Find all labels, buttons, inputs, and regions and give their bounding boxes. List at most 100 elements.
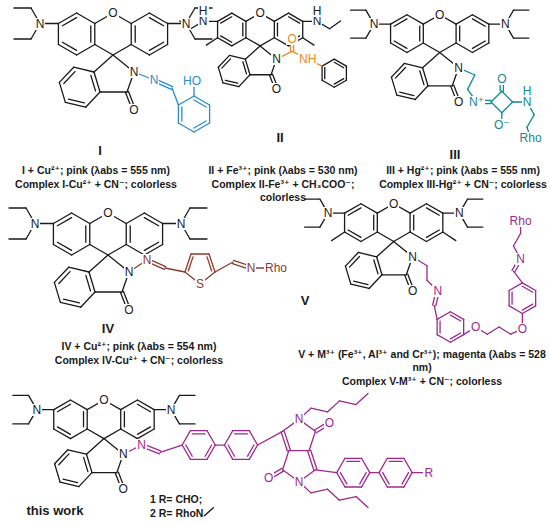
- bond: [394, 232, 410, 241]
- bond: [14, 38, 31, 39]
- bond: [356, 394, 368, 405]
- bond: [387, 486, 404, 487]
- bond: [351, 10, 366, 11]
- bond: [387, 458, 404, 459]
- bond: [179, 423, 195, 424]
- bond: [439, 321, 440, 333]
- atom-label: O: [388, 198, 399, 210]
- bond: [377, 213, 378, 232]
- bond: [62, 18, 76, 26]
- bond: [337, 458, 345, 472]
- bond: [225, 80, 237, 83]
- atom-label: N: [323, 207, 334, 219]
- bond: [165, 268, 185, 272]
- bond: [89, 255, 108, 272]
- atom-label: N: [181, 18, 192, 30]
- bond: [194, 100, 206, 107]
- bond: [144, 218, 158, 226]
- bond: [77, 13, 95, 24]
- bond: [369, 275, 382, 289]
- bond: [57, 404, 70, 412]
- bond: [250, 74, 271, 75]
- bond: [404, 458, 412, 472]
- atom-label: O: [271, 83, 282, 95]
- bond: [410, 204, 426, 213]
- bond: [391, 43, 407, 52]
- bond: [59, 82, 65, 102]
- bond: [305, 199, 320, 200]
- bond: [121, 429, 138, 439]
- bond: [9, 238, 26, 239]
- bond: [53, 213, 71, 224]
- bond: [511, 292, 512, 304]
- bond: [245, 46, 260, 59]
- atom-label: HO: [182, 75, 202, 87]
- bond: [190, 207, 207, 208]
- bond: [94, 55, 113, 72]
- bond: [209, 254, 215, 272]
- caption: Complex V-M³⁺ + CN⁻; colorless: [298, 375, 546, 388]
- bond: [104, 429, 121, 439]
- bond: [472, 19, 485, 26]
- bond: [232, 38, 246, 46]
- atom-label: N: [312, 15, 323, 27]
- bond: [328, 489, 340, 500]
- bond: [322, 59, 334, 66]
- bond: [72, 245, 90, 256]
- bond: [64, 299, 80, 303]
- bond: [437, 312, 450, 320]
- bond: [233, 459, 250, 460]
- bond: [513, 233, 520, 246]
- atom-label: Rho: [264, 262, 288, 274]
- bond: [377, 232, 393, 241]
- bond: [455, 24, 456, 43]
- bond: [426, 266, 427, 280]
- bond: [70, 400, 87, 410]
- bond: [68, 450, 87, 454]
- bond: [413, 215, 414, 230]
- bond: [345, 232, 361, 241]
- bond: [206, 38, 217, 45]
- bond: [144, 213, 162, 224]
- atom-label: O: [453, 96, 464, 108]
- bond: [383, 473, 389, 484]
- bond: [345, 204, 361, 213]
- bond: [426, 208, 439, 215]
- bond: [62, 42, 76, 50]
- atom-label: N: [522, 96, 533, 108]
- bond: [90, 26, 91, 42]
- bond: [209, 105, 210, 123]
- atom-label: N: [246, 262, 257, 274]
- bond: [81, 292, 95, 307]
- bond: [53, 410, 54, 429]
- bond: [311, 489, 328, 493]
- bond: [394, 41, 407, 48]
- bond: [450, 315, 460, 321]
- bond: [53, 224, 54, 245]
- bond: [55, 464, 61, 482]
- atom-label: O⁻: [493, 119, 511, 131]
- bond: [86, 275, 91, 291]
- bond: [137, 427, 150, 435]
- bond: [194, 96, 210, 105]
- bond: [113, 45, 131, 56]
- atom-label: N: [369, 18, 380, 30]
- bond: [86, 92, 100, 107]
- bond: [85, 226, 86, 242]
- bond: [305, 226, 320, 227]
- bond: [423, 24, 424, 43]
- bond: [322, 80, 334, 87]
- atom-label: N: [294, 413, 305, 425]
- bond: [360, 473, 366, 484]
- bond: [522, 304, 532, 310]
- bond: [374, 260, 378, 274]
- bond: [315, 470, 336, 473]
- atom-label: N: [124, 266, 135, 278]
- bond: [131, 24, 132, 45]
- bond: [339, 497, 356, 501]
- bond: [137, 404, 150, 412]
- bond: [328, 401, 340, 412]
- bond: [59, 454, 69, 465]
- bond: [407, 43, 423, 52]
- bond: [14, 7, 31, 8]
